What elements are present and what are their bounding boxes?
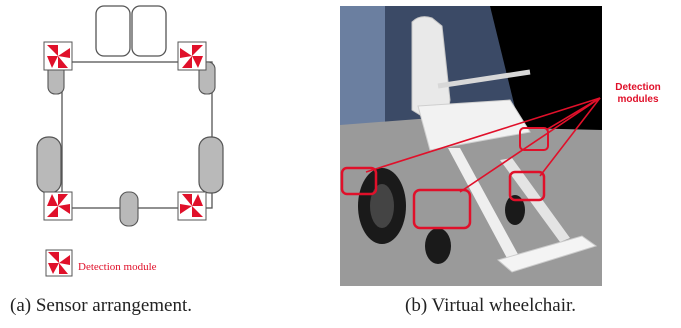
left-wheel: [36, 136, 62, 194]
module-box-top: [519, 127, 549, 151]
legend-label: Detection module: [78, 261, 157, 273]
front-frame: [448, 148, 520, 260]
virtual-wheelchair-render: [340, 6, 602, 286]
rear-right-wheel: [505, 195, 525, 225]
front-caster: [425, 228, 451, 264]
backrest-left: [95, 5, 131, 57]
seat: [417, 99, 531, 151]
armrest: [437, 69, 531, 89]
module-box-left: [340, 166, 378, 196]
caption-b: (b) Virtual wheelchair.: [405, 295, 577, 316]
detection-module-bottom-left: [43, 191, 73, 221]
module-box-right: [508, 170, 546, 202]
detection-module-top-right: [177, 41, 207, 71]
legend-module-icon: [45, 249, 73, 277]
rear-caster: [119, 191, 139, 227]
chassis: [61, 61, 213, 209]
right-wheel: [198, 136, 224, 194]
detection-module-bottom-right: [177, 191, 207, 221]
wall-shadow: [490, 6, 602, 130]
detection-module-top-left: [43, 41, 73, 71]
caption-a: (a) Sensor arrangement.: [10, 295, 193, 316]
virtual-wheelchair-panel: [320, 0, 681, 328]
footrest: [496, 235, 598, 273]
module-box-front: [412, 188, 472, 230]
sensor-arrangement-panel: Detection module: [0, 0, 320, 328]
detection-modules-callout: Detection modules: [615, 82, 661, 105]
backrest-right: [131, 5, 167, 57]
sensor-arrangement-diagram: Detection module: [36, 5, 224, 277]
